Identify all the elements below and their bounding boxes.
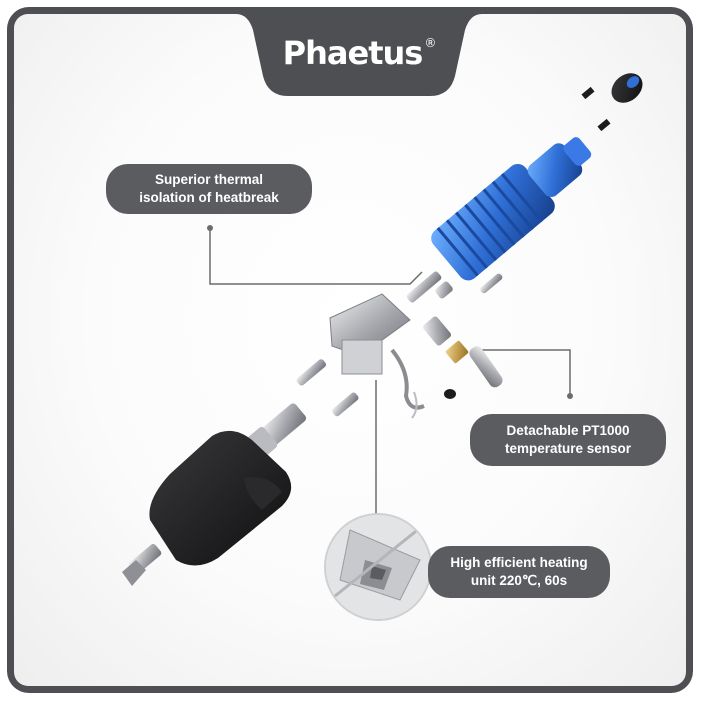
brand-logo: Phaetus® [236,14,482,98]
callout-heating-line2: unit 220℃, 60s [470,573,568,588]
pt1000-sensor [445,340,503,388]
registered-mark: ® [424,36,436,50]
callout-leader-lines [209,228,571,520]
heater-block [329,293,425,419]
callout-heating-line1: High efficient heating [450,555,588,570]
callout-thermal-isolation: Superior thermal isolation of heatbreak [106,164,312,214]
callout-heating-unit: High efficient heating unit 220℃, 60s [428,546,610,598]
screws [296,359,359,417]
heating-unit-zoom [324,513,432,621]
callout-sensor-line1: Detachable PT1000 [506,423,630,438]
callout-pt1000-sensor: Detachable PT1000 temperature sensor [470,414,666,466]
logo-text: Phaetus® [282,34,437,72]
callout-thermal-line1: Superior thermal [154,172,264,187]
silicone-sock [149,430,292,566]
small-nut [444,389,456,399]
nozzle [122,543,162,586]
callout-sensor-line2: temperature sensor [504,441,632,456]
heatbreak [406,271,503,303]
bowden-coupling [581,73,643,132]
logo-tab [236,14,482,96]
sensor-clip [422,316,452,346]
heatsink [431,137,592,281]
callout-thermal-line2: isolation of heatbreak [139,190,279,205]
